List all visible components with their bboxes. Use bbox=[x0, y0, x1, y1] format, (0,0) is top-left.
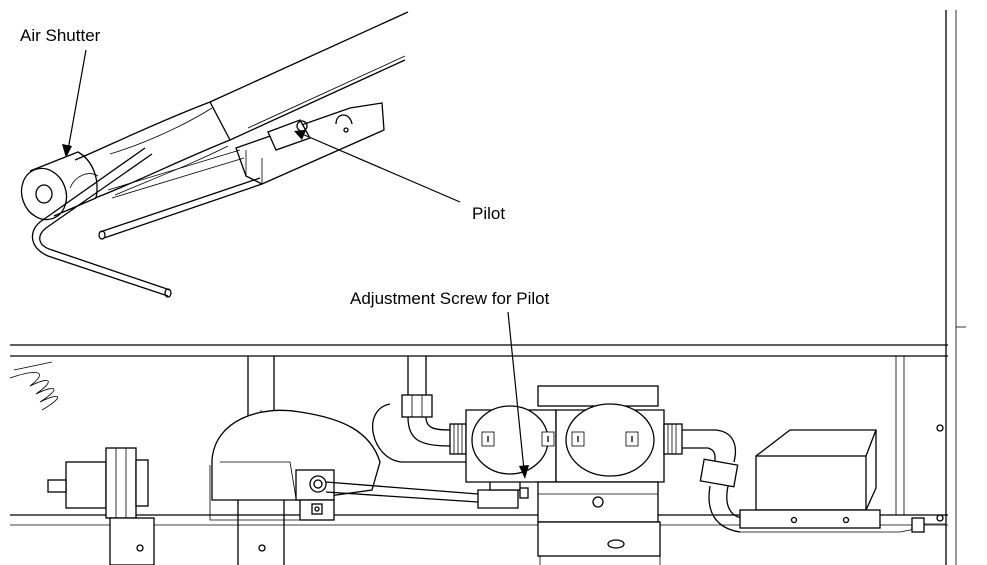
air-shutter-label: Air Shutter bbox=[20, 26, 101, 45]
pilot-tubing bbox=[31, 147, 263, 298]
pilot-label: Pilot bbox=[472, 204, 505, 223]
air-shutter-leader bbox=[67, 49, 87, 151]
pilot-arrowhead bbox=[294, 130, 306, 140]
air-shutter-arrowhead bbox=[62, 144, 72, 158]
adjustment-screw-label: Adjustment Screw for Pilot bbox=[350, 289, 550, 308]
pilot-callout: Pilot bbox=[294, 130, 505, 223]
gas-valve bbox=[209, 409, 381, 521]
adjustment-screw-arrowhead bbox=[519, 465, 529, 479]
upper-elbow-fitting bbox=[372, 356, 470, 463]
left-valve bbox=[47, 447, 155, 565]
adjustment-screw-leader bbox=[507, 311, 525, 471]
spring-coil bbox=[9, 361, 58, 411]
pilot-leader bbox=[301, 133, 461, 203]
bottom-frame-posts bbox=[109, 525, 661, 565]
adjustment-screw-callout: Adjustment Screw for Pilot bbox=[350, 289, 550, 479]
burner-tube bbox=[74, 11, 409, 199]
side-panel bbox=[945, 10, 966, 565]
right-elbow-fitting bbox=[682, 429, 743, 533]
solenoid-valves bbox=[449, 385, 683, 557]
ignition-module bbox=[739, 429, 946, 533]
air-shutter-callout: Air Shutter bbox=[20, 26, 101, 158]
pilot-assembly bbox=[107, 102, 385, 199]
air-shutter bbox=[20, 151, 99, 221]
